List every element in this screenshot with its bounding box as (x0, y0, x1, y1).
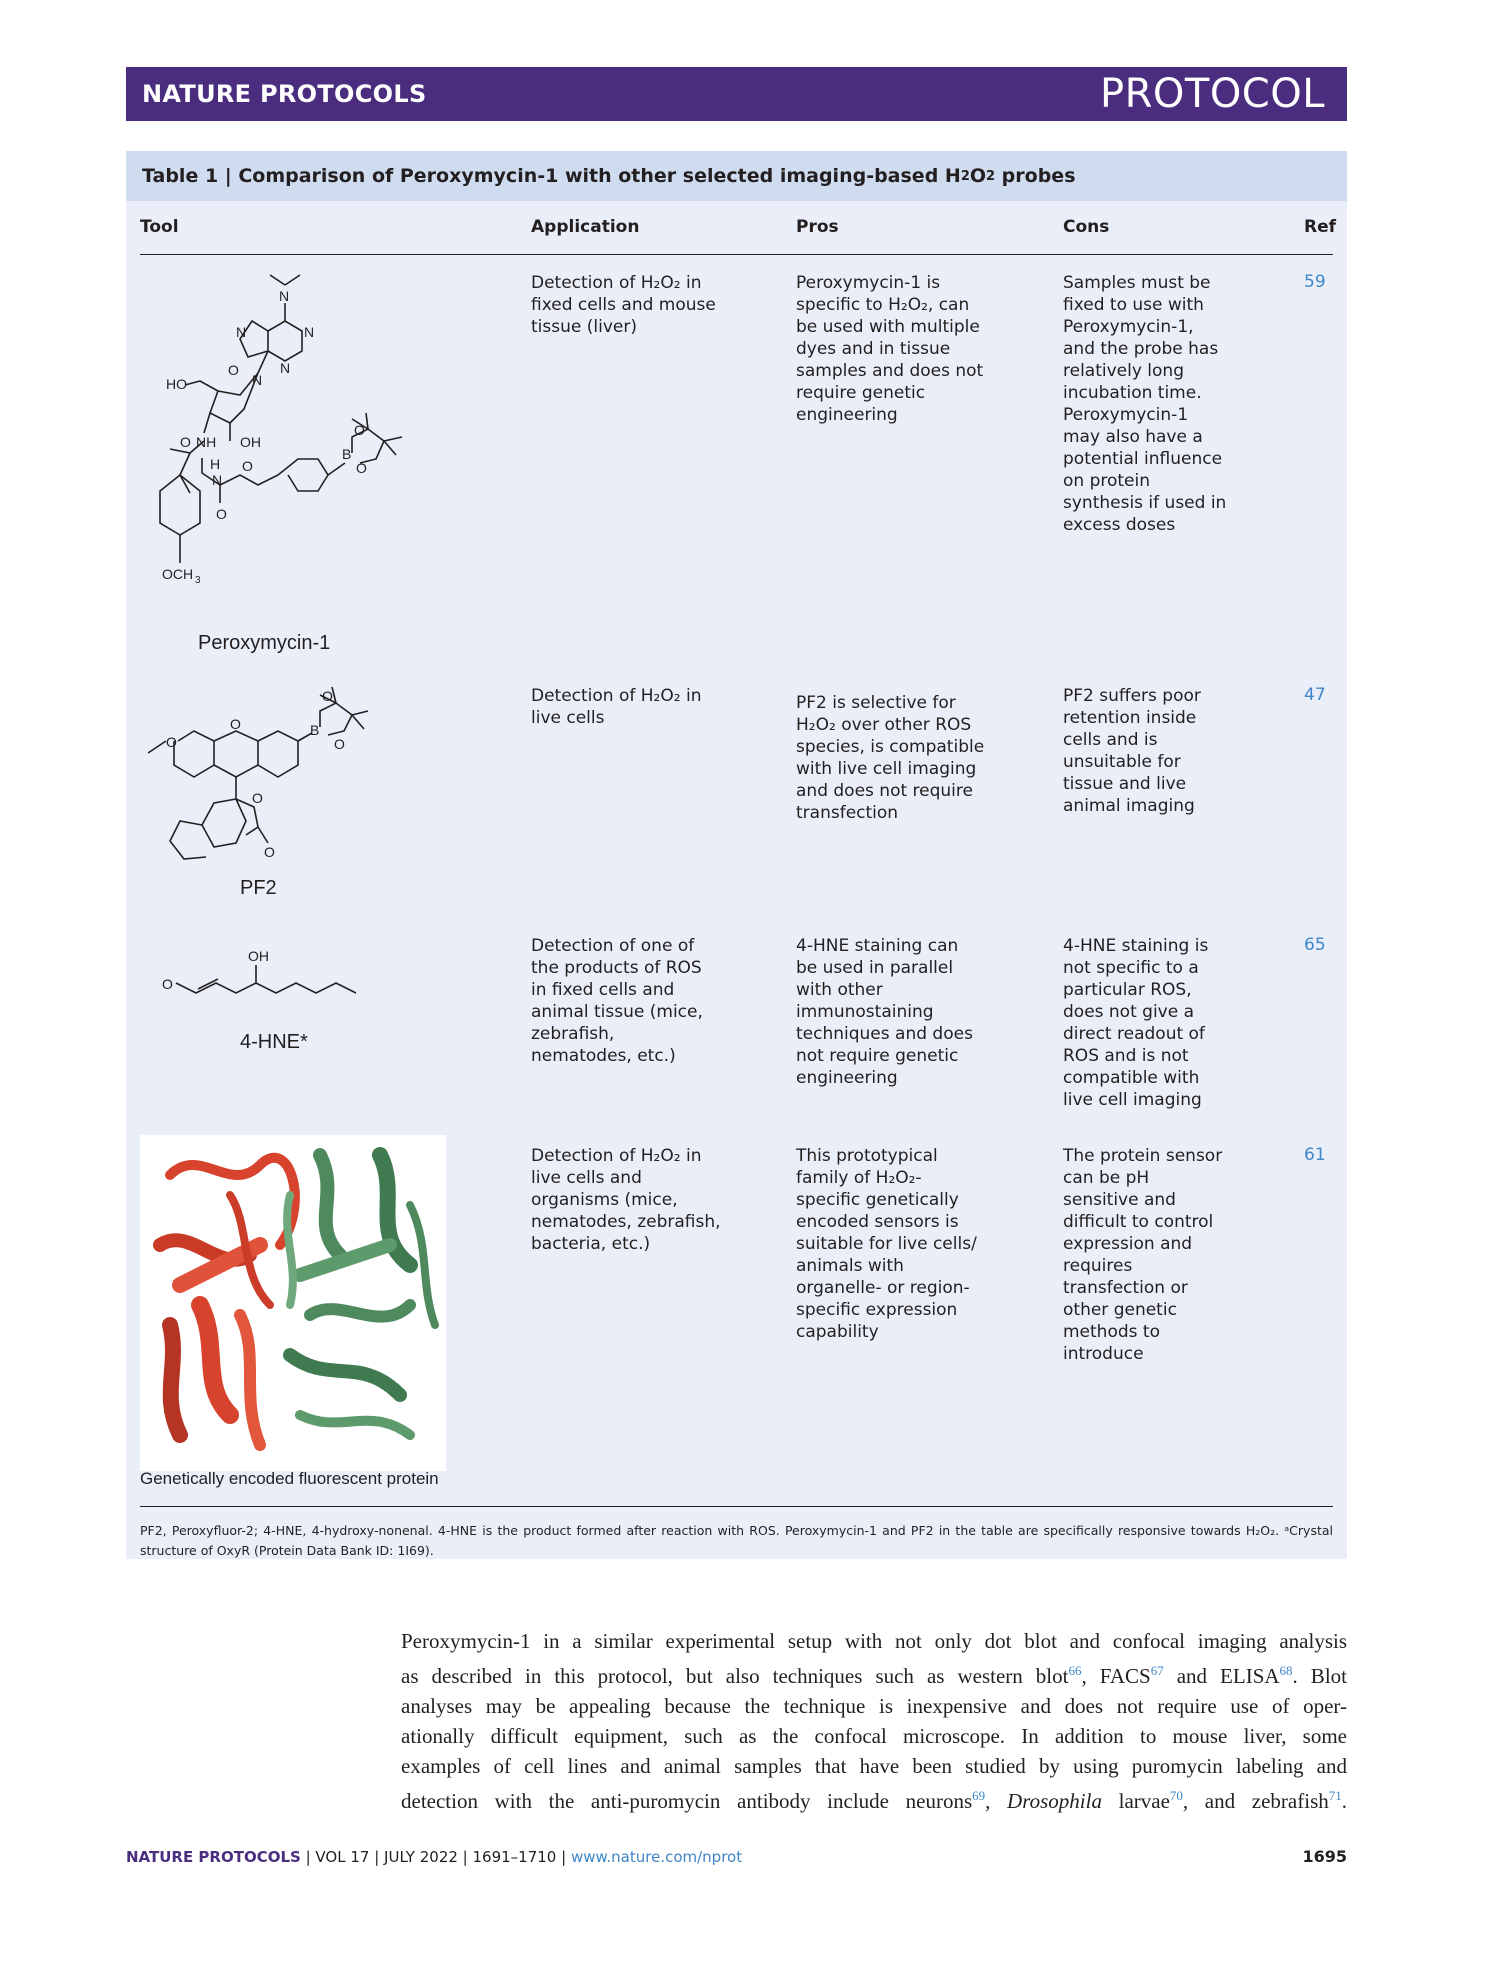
application-pf2: Detection of H₂O₂ in live cells (531, 686, 702, 728)
pros-4-hne: 4-HNE staining can be used in parallel w… (796, 936, 973, 1088)
svg-text:N: N (279, 288, 289, 304)
tool-name-protein: Genetically encoded fluorescent protein (140, 1469, 439, 1488)
article-type: PROTOCOL (1099, 71, 1325, 117)
footer-url-link[interactable]: www.nature.com/nprot (570, 1848, 743, 1866)
citation-66[interactable]: 66 (1068, 1663, 1082, 1678)
svg-text:N: N (280, 360, 290, 376)
col-header-ref: Ref (1304, 217, 1337, 237)
cons-4-hne: 4-HNE staining is not specific to a part… (1063, 936, 1209, 1110)
table-footnote: PF2, Peroxyfluor-2; 4-HNE, 4-hydroxy-non… (140, 1523, 1333, 1558)
svg-text:O: O (180, 434, 191, 450)
journal-name: NATURE PROTOCOLS (142, 80, 427, 108)
ref-link-61[interactable]: 61 (1304, 1145, 1326, 1165)
table-title: Table 1 | Comparison of Peroxymycin-1 wi… (126, 151, 1347, 201)
body-line: Peroxymycin-1 in a similar experimental … (401, 1629, 1347, 1653)
4-hne-structure-icon: O OH (162, 948, 357, 994)
svg-text:N: N (236, 324, 246, 340)
tool-name-4-hne: 4-HNE* (240, 1031, 308, 1053)
svg-text:B: B (342, 446, 351, 462)
citation-69[interactable]: 69 (972, 1788, 986, 1803)
svg-text:N: N (252, 372, 262, 388)
body-line: detection with the anti-puromycin antibo… (401, 1788, 1347, 1813)
journal-banner: NATURE PROTOCOLS PROTOCOL (126, 67, 1347, 121)
svg-text:NH: NH (196, 434, 216, 450)
svg-text:HO: HO (166, 376, 187, 392)
application-4-hne: Detection of one of the products of ROS … (531, 936, 703, 1066)
svg-text:O: O (162, 976, 173, 992)
svg-text:O: O (322, 688, 333, 704)
pf2-structure-icon: O O B O O O O (147, 686, 369, 860)
citation-67[interactable]: 67 (1150, 1663, 1164, 1678)
comparison-table: Table 1 | Comparison of Peroxymycin-1 wi… (126, 151, 1347, 1559)
protein-ribbon-icon (153, 1147, 439, 1451)
body-paragraph: Peroxymycin-1 in a similar experimental … (401, 1626, 1347, 1816)
svg-text:O: O (334, 736, 345, 752)
svg-text:O: O (230, 716, 241, 732)
page-footer: NATURE PROTOCOLS | VOL 17 | JULY 2022 | … (126, 1848, 742, 1866)
ref-link-59[interactable]: 59 (1304, 272, 1326, 292)
body-line: examples of cell lines and animal sample… (401, 1754, 1347, 1778)
cons-pf2: PF2 suffers poor retention inside cells … (1063, 686, 1201, 816)
svg-text:B: B (310, 722, 319, 738)
svg-text:O: O (356, 460, 367, 476)
svg-text:O: O (354, 422, 365, 438)
col-header-application: Application (531, 217, 640, 237)
protein-structure-image (140, 1135, 446, 1471)
pros-protein: This prototypical family of H₂O₂- specif… (796, 1146, 977, 1342)
svg-text:O: O (216, 506, 227, 522)
tool-name-pf2: PF2 (240, 877, 277, 899)
header-rule (140, 254, 1333, 255)
application-peroxymycin: Detection of H₂O₂ in fixed cells and mou… (531, 273, 716, 337)
svg-text:N: N (212, 472, 222, 488)
svg-text:O: O (228, 362, 239, 378)
cons-protein: The protein sensor can be pH sensitive a… (1063, 1146, 1223, 1364)
footer-rule (140, 1506, 1333, 1507)
citation-68[interactable]: 68 (1279, 1663, 1293, 1678)
footer-journal: NATURE PROTOCOLS (126, 1848, 301, 1866)
cons-peroxymycin: Samples must be fixed to use with Peroxy… (1063, 273, 1227, 535)
peroxymycin-1-structure-icon: N N N N N O HO O NH OH H N O O B O O OCH… (159, 274, 403, 586)
svg-text:N: N (304, 324, 314, 340)
svg-text:OCH: OCH (162, 566, 193, 582)
pros-peroxymycin: Peroxymycin-1 is specific to H₂O₂, can b… (796, 273, 984, 425)
pros-pf2: PF2 is selective for H₂O₂ over other ROS… (796, 693, 985, 823)
col-header-tool: Tool (140, 217, 179, 237)
svg-text:O: O (166, 734, 177, 750)
col-header-cons: Cons (1063, 217, 1110, 237)
ref-link-65[interactable]: 65 (1304, 935, 1326, 955)
page-number: 1695 (1302, 1847, 1347, 1866)
svg-text:O: O (264, 844, 275, 860)
body-line: as described in this protocol, but also … (401, 1663, 1347, 1688)
svg-text:H: H (210, 456, 220, 472)
svg-text:OH: OH (240, 434, 261, 450)
svg-text:3: 3 (195, 575, 201, 586)
tool-name-peroxymycin: Peroxymycin-1 (198, 632, 331, 654)
body-line: analyses may be appealing because the te… (401, 1694, 1347, 1718)
ref-link-47[interactable]: 47 (1304, 685, 1326, 705)
svg-text:O: O (252, 790, 263, 806)
application-protein: Detection of H₂O₂ in live cells and orga… (531, 1146, 721, 1254)
svg-text:OH: OH (248, 948, 269, 964)
footer-citation: | VOL 17 | JULY 2022 | 1691–1710 | (300, 1848, 571, 1866)
citation-70[interactable]: 70 (1169, 1788, 1183, 1803)
citation-71[interactable]: 71 (1328, 1788, 1342, 1803)
body-line: ationally difficult equipment, such as t… (401, 1724, 1347, 1748)
svg-text:O: O (242, 458, 253, 474)
col-header-pros: Pros (796, 217, 839, 237)
